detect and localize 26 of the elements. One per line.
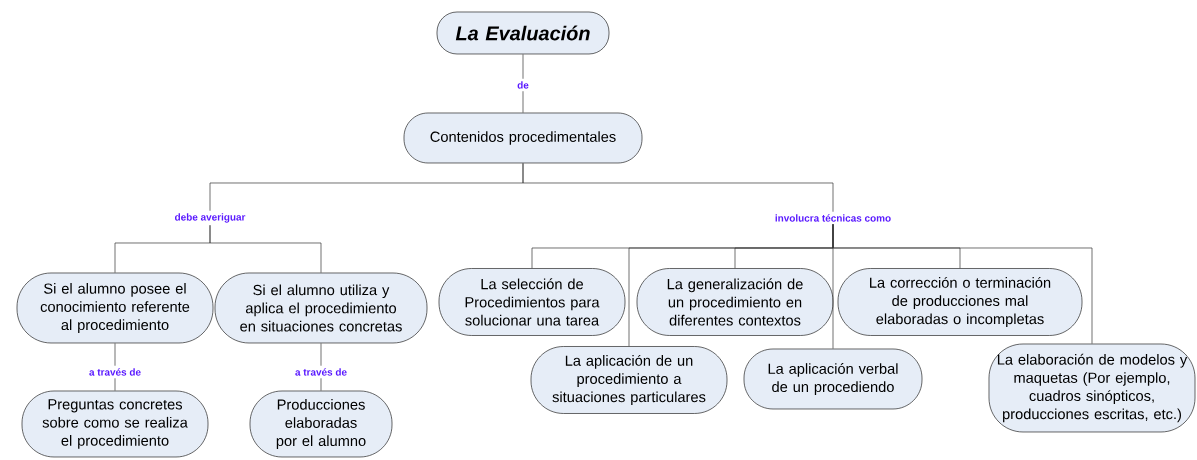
concept-box: Contenidos procedimentales <box>403 112 643 164</box>
concept-box: Si el alumno utiliza y aplica el procedimiento en situaciones concretas <box>214 272 428 344</box>
concept-box: Producciones elaboradas por el alumno <box>249 390 393 458</box>
connector-line <box>114 377 116 391</box>
concept-box: La generalización de un procedimiento en diferentes contextos <box>636 268 834 336</box>
linking-phrase: a través de <box>292 365 350 379</box>
connector-line <box>320 377 322 391</box>
concept-box: Si el alumno posee el conocimiento referente al procedimiento <box>16 272 214 344</box>
concept-box: La corrección o terminación de producciones mal elaboradas o incompletas <box>837 268 1083 336</box>
linking-phrase: a través de <box>86 365 144 379</box>
linking-phrase: de <box>514 79 532 91</box>
title-box: La Evaluación <box>436 11 610 55</box>
concept-box: La selección de Procedimientos para solucionar una tarea <box>438 268 626 336</box>
linking-phrase: involucra técnicas como <box>772 211 894 225</box>
connector-line <box>320 343 322 367</box>
concept-box: La elaboración de modelos y maquetas (Por ejemplo, cuadros sinópticos, producciones escritas, etc.) <box>988 343 1196 433</box>
concept-box: La aplicación de un procedimiento a situaciones particulares <box>530 346 728 414</box>
connector-line <box>522 90 524 113</box>
connector-line <box>522 54 524 80</box>
linking-phrase: debe averiguar <box>172 211 248 225</box>
concept-box: Preguntas concretes sobre como se realiza el procedimiento <box>21 390 209 458</box>
connector-line <box>522 163 834 213</box>
connector-line <box>114 343 116 367</box>
connector-line <box>832 223 1093 344</box>
connector-line <box>209 224 322 273</box>
concept-box: La aplicación verbal de un procediendo <box>743 348 923 410</box>
